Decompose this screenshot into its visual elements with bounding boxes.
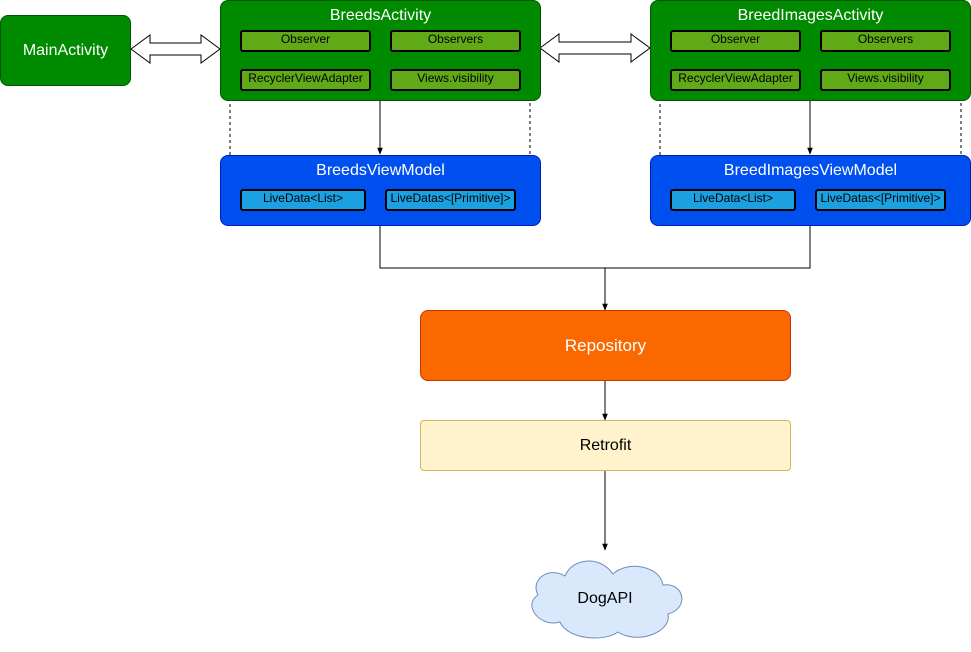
repository-label: Repository xyxy=(564,335,647,355)
breeds-activity-title: BreedsActivity xyxy=(329,7,432,24)
main-activity-label: MainActivity xyxy=(22,41,109,59)
connector-vm-merge xyxy=(379,225,811,269)
retrofit-label: Retrofit xyxy=(579,436,632,454)
breed-images-livedatas-primitive[interactable]: LiveDatas<[Primitive]> xyxy=(815,189,946,211)
breed-images-observers[interactable]: Observers xyxy=(820,30,951,52)
breed-images-activity-title: BreedImagesActivity xyxy=(737,7,884,24)
breed-images-livedata-list[interactable]: LiveData<List> xyxy=(670,189,796,211)
breeds-views-visibility[interactable]: Views.visibility xyxy=(390,69,521,91)
breeds-viewmodel-title: BreedsViewModel xyxy=(316,162,445,179)
breed-images-recyclerview-adapter[interactable]: RecyclerViewAdapter xyxy=(670,69,801,91)
retrofit-node[interactable]: Retrofit xyxy=(420,420,791,471)
breed-images-viewmodel-title: BreedImagesViewModel xyxy=(723,162,898,179)
main-activity-node[interactable]: MainActivity xyxy=(0,15,131,86)
breeds-observers[interactable]: Observers xyxy=(390,30,521,52)
double-arrow-main-breeds xyxy=(130,34,221,64)
repository-node[interactable]: Repository xyxy=(420,310,791,381)
dog-api-label: DogAPI xyxy=(577,590,633,607)
breeds-observer[interactable]: Observer xyxy=(240,30,371,52)
breed-images-observer[interactable]: Observer xyxy=(670,30,801,52)
breed-images-views-visibility[interactable]: Views.visibility xyxy=(820,69,951,91)
breeds-livedata-list[interactable]: LiveData<List> xyxy=(240,189,366,211)
double-arrow-breeds-breedimages xyxy=(539,33,651,63)
breeds-livedatas-primitive[interactable]: LiveDatas<[Primitive]> xyxy=(385,189,516,211)
breeds-recyclerview-adapter[interactable]: RecyclerViewAdapter xyxy=(240,69,371,91)
cloud-shape xyxy=(531,560,683,639)
